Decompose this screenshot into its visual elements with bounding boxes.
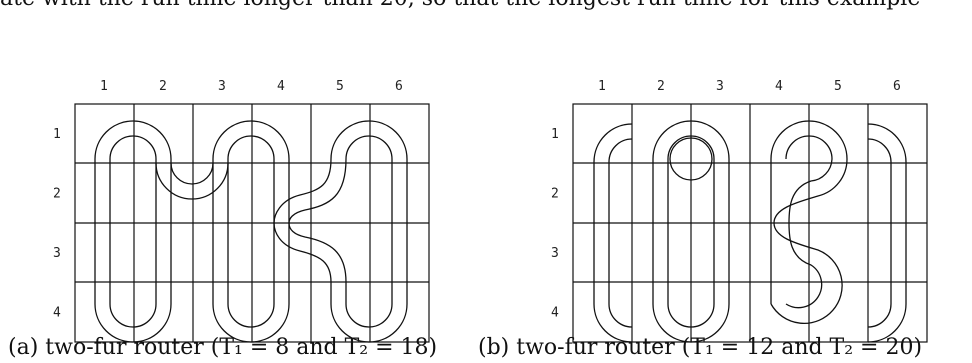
track-b-mid-inner <box>667 135 715 328</box>
track-b-end-inner <box>867 138 892 328</box>
track-b-mid-outer <box>652 120 730 343</box>
column-label-6: 6 <box>395 79 403 94</box>
column-label-3: 3 <box>716 79 724 94</box>
figure-b-grid-diagram: 1 2 3 4 5 6 1 2 3 4 <box>551 79 928 343</box>
figure-b-caption: (b) two-fur router (T₁ = 12 and T₂ = 20) <box>478 335 923 360</box>
track-b-left-outer <box>593 123 633 343</box>
row-label-1: 1 <box>53 127 61 142</box>
column-label-2: 2 <box>657 79 665 94</box>
figure-a-grid-diagram: 1 2 3 4 5 6 1 2 3 4 <box>53 79 430 343</box>
figure-a-caption: (a) two-fur router (T₁ = 8 and T₂ = 18) <box>8 335 438 360</box>
column-label-6: 6 <box>893 79 901 94</box>
track-a-loop1-inner <box>109 135 157 328</box>
track-b-end-outer <box>867 123 907 343</box>
row-label-2: 2 <box>551 187 559 202</box>
body-text-top-line: ate with the run time longer than 20, so… <box>0 0 972 12</box>
column-label-5: 5 <box>336 79 344 94</box>
column-label-1: 1 <box>598 79 606 94</box>
row-label-4: 4 <box>53 306 61 321</box>
column-label-4: 4 <box>277 79 285 94</box>
track-a-loop3-inner <box>288 135 393 328</box>
row-label-2: 2 <box>53 187 61 202</box>
row-label-1: 1 <box>551 127 559 142</box>
track-b-left-inner <box>608 138 633 328</box>
figure-b: 1 2 3 4 5 6 1 2 3 4 <box>478 0 960 363</box>
column-label-2: 2 <box>159 79 167 94</box>
column-label-4: 4 <box>775 79 783 94</box>
column-label-1: 1 <box>100 79 108 94</box>
row-label-4: 4 <box>551 306 559 321</box>
track-a-loop1-outer <box>94 120 172 343</box>
column-label-3: 3 <box>218 79 226 94</box>
column-label-5: 5 <box>834 79 842 94</box>
track-a-loop2-inner <box>227 135 275 328</box>
row-label-3: 3 <box>551 246 559 261</box>
track-a-loop3-outer <box>273 120 408 343</box>
track-a-loop2-outer <box>212 120 290 343</box>
row-label-3: 3 <box>53 246 61 261</box>
